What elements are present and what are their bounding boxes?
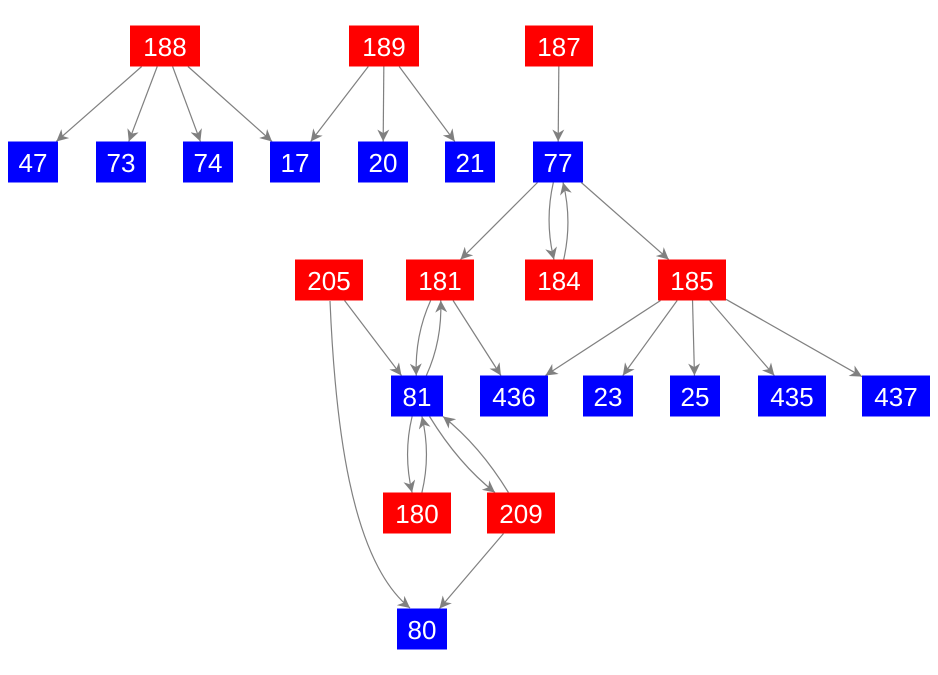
node-label: 73: [107, 148, 136, 178]
node-box: [525, 259, 593, 301]
edge-185-to-435: [709, 300, 775, 376]
node-21[interactable]: 21: [445, 141, 495, 183]
node-box: [533, 141, 583, 183]
node-label: 23: [594, 382, 623, 412]
node-label: 47: [19, 148, 48, 178]
node-box: [397, 608, 447, 650]
node-label: 17: [281, 148, 310, 178]
node-25[interactable]: 25: [670, 375, 720, 417]
edge-185-to-436: [545, 299, 661, 377]
node-label: 209: [499, 499, 542, 529]
edge-180-to-81: [418, 416, 431, 493]
node-187[interactable]: 187: [525, 25, 593, 67]
node-box: [358, 141, 408, 183]
node-box: [658, 259, 726, 301]
edge-189-to-21: [398, 66, 456, 142]
node-box: [445, 141, 495, 183]
edge-187-to-77: [552, 66, 565, 142]
node-209[interactable]: 209: [487, 492, 555, 534]
node-label: 25: [681, 382, 710, 412]
edge-77-to-184: [545, 182, 557, 260]
node-box: [862, 375, 930, 417]
edge-185-to-437: [725, 298, 863, 378]
node-label: 185: [670, 266, 713, 296]
node-74[interactable]: 74: [183, 141, 233, 183]
node-box: [525, 25, 593, 67]
edge-81-to-209: [429, 416, 496, 493]
node-box: [383, 492, 451, 534]
node-box: [183, 141, 233, 183]
node-box: [480, 375, 548, 417]
node-189[interactable]: 189: [349, 25, 419, 67]
edge-189-to-20: [377, 66, 390, 142]
node-188[interactable]: 188: [130, 25, 200, 67]
node-77[interactable]: 77: [533, 141, 583, 183]
node-436[interactable]: 436: [480, 375, 548, 417]
edge-77-to-181: [460, 182, 538, 260]
edge-188-to-47: [55, 66, 143, 142]
node-label: 189: [362, 32, 405, 62]
node-label: 21: [456, 148, 485, 178]
node-box: [295, 259, 363, 301]
node-label: 437: [874, 382, 917, 412]
node-label: 436: [492, 382, 535, 412]
node-23[interactable]: 23: [583, 375, 633, 417]
node-box: [391, 375, 443, 417]
edge-77-to-185: [580, 182, 670, 260]
node-20[interactable]: 20: [358, 141, 408, 183]
edge-205-to-80: [329, 300, 411, 609]
node-label: 184: [537, 266, 580, 296]
node-81[interactable]: 81: [391, 375, 443, 417]
node-185[interactable]: 185: [658, 259, 726, 301]
node-label: 74: [194, 148, 223, 178]
node-435[interactable]: 435: [758, 375, 826, 417]
edge-184-to-77: [560, 182, 572, 260]
node-box: [583, 375, 633, 417]
node-184[interactable]: 184: [525, 259, 593, 301]
node-box: [270, 141, 320, 183]
nodes-layer: 188 189 187 47 73 74 17 20 21 77 205 181 184 185 81 436…: [8, 25, 930, 650]
node-205[interactable]: 205: [295, 259, 363, 301]
edge-188-to-74: [172, 66, 202, 142]
node-label: 80: [408, 615, 437, 645]
edge-189-to-17: [310, 66, 369, 142]
node-box: [406, 259, 474, 301]
edge-209-to-81: [442, 416, 509, 493]
edge-188-to-73: [127, 66, 158, 142]
edge-209-to-80: [439, 533, 504, 609]
node-180[interactable]: 180: [383, 492, 451, 534]
edge-81-to-181: [425, 300, 448, 376]
edge-81-to-180: [403, 416, 416, 493]
edge-205-to-81: [344, 300, 402, 376]
node-label: 205: [307, 266, 350, 296]
node-label: 435: [770, 382, 813, 412]
node-box: [130, 25, 200, 67]
edge-181-to-81: [409, 300, 432, 376]
node-47[interactable]: 47: [8, 141, 58, 183]
node-box: [349, 25, 419, 67]
node-73[interactable]: 73: [96, 141, 146, 183]
node-box: [96, 141, 146, 183]
node-box: [670, 375, 720, 417]
node-box: [8, 141, 58, 183]
node-437[interactable]: 437: [862, 375, 930, 417]
edge-188-to-17: [187, 66, 273, 142]
node-17[interactable]: 17: [270, 141, 320, 183]
node-label: 187: [537, 32, 580, 62]
edge-185-to-25: [688, 300, 701, 376]
node-box: [487, 492, 555, 534]
node-box: [758, 375, 826, 417]
node-label: 188: [143, 32, 186, 62]
edges-layer: [55, 66, 863, 609]
edge-181-to-436: [452, 300, 502, 376]
node-label: 181: [418, 266, 461, 296]
node-80[interactable]: 80: [397, 608, 447, 650]
node-label: 77: [544, 148, 573, 178]
node-label: 81: [403, 382, 432, 412]
node-label: 180: [395, 499, 438, 529]
edge-185-to-23: [622, 300, 678, 376]
node-181[interactable]: 181: [406, 259, 474, 301]
node-label: 20: [369, 148, 398, 178]
